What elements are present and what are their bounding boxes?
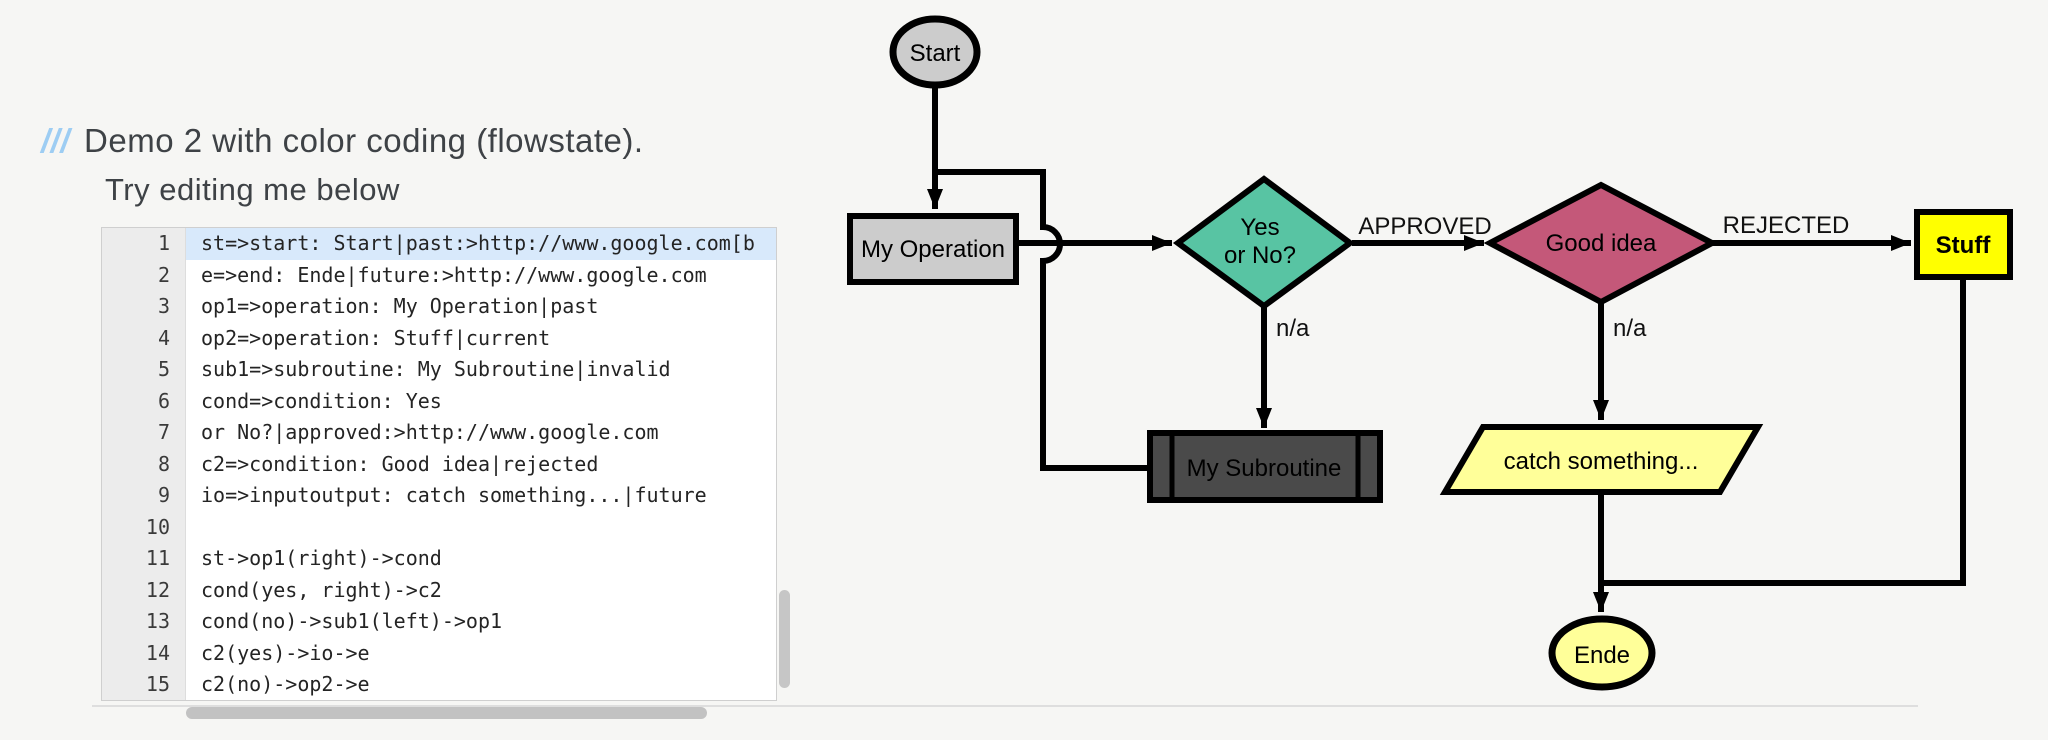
line-number: 6 <box>102 385 186 417</box>
code-line[interactable]: op1=>operation: My Operation|past <box>201 294 599 318</box>
label-my-subroutine: My Subroutine <box>1187 455 1342 482</box>
code-line[interactable]: or No?|approved:>http://www.google.com <box>201 420 659 444</box>
code-line[interactable]: io=>inputoutput: catch something...|futu… <box>201 483 707 507</box>
line-number: 5 <box>102 354 186 386</box>
code-line[interactable]: cond(yes, right)->c2 <box>201 577 442 602</box>
line-number: 12 <box>102 574 186 606</box>
line-number: 4 <box>102 322 186 354</box>
code-line-row[interactable]: 8 c2=>condition: Good idea|rejected <box>102 448 776 480</box>
code-line-row[interactable]: 15 c2(no)->op2->e <box>102 669 776 700</box>
code-line[interactable]: cond=>condition: Yes <box>201 388 442 413</box>
label-catch-something: catch something... <box>1504 448 1699 475</box>
code-line[interactable]: op2=>operation: Stuff|current <box>201 325 551 350</box>
line-number: 8 <box>102 448 186 480</box>
edge-stuff-to-end <box>1601 280 1966 586</box>
line-number: 11 <box>102 543 186 575</box>
code-line-row[interactable]: 4 op2=>operation: Stuff|current <box>102 322 776 354</box>
label-stuff: Stuff <box>1936 232 1992 259</box>
line-number: 2 <box>102 259 186 291</box>
code-line-row[interactable]: 14 c2(yes)->io->e <box>102 637 776 669</box>
vertical-scrollbar-thumb[interactable] <box>779 590 790 688</box>
code-line[interactable]: sub1=>subroutine: My Subroutine|invalid <box>201 357 671 381</box>
label-cond2-na: n/a <box>1613 315 1647 342</box>
node-catch-something <box>1439 424 1764 495</box>
code-line-row[interactable]: 7 or No?|approved:>http://www.google.com <box>102 417 776 449</box>
code-line[interactable]: st->op1(right)->cond <box>201 546 442 570</box>
line-number: 9 <box>102 480 186 512</box>
code-line[interactable]: c2(yes)->io->e <box>201 640 370 665</box>
line-number: 15 <box>102 669 186 700</box>
line-number: 3 <box>102 291 186 323</box>
node-my-subroutine <box>1147 430 1383 503</box>
code-line-row[interactable]: 6 cond=>condition: Yes <box>102 385 776 417</box>
label-good-idea: Good idea <box>1546 230 1657 257</box>
code-line[interactable]: cond(no)->sub1(left)->op1 <box>201 609 503 633</box>
node-start[interactable] <box>889 15 981 89</box>
line-number: 1 <box>102 228 186 260</box>
section-divider <box>92 705 1918 707</box>
comment-slashes-icon: /// <box>41 122 71 159</box>
code-line-row[interactable]: 3 op1=>operation: My Operation|past <box>102 291 776 323</box>
node-condition-good-idea <box>1483 181 1719 306</box>
label-start: Start <box>910 40 961 67</box>
code-line[interactable]: e=>end: Ende|future:>http://www.google.c… <box>201 262 707 287</box>
line-number: 13 <box>102 606 186 638</box>
label-cond1-line2: or No? <box>1224 242 1296 269</box>
code-line[interactable]: st=>start: Start|past:>http://www.google… <box>186 228 776 260</box>
line-number: 7 <box>102 417 186 449</box>
code-line-row[interactable]: 9 io=>inputoutput: catch something...|fut… <box>102 480 776 512</box>
node-condition-yes-or-no[interactable] <box>1172 175 1356 310</box>
code-line[interactable]: c2(no)->op2->e <box>201 672 370 696</box>
code-line[interactable]: c2=>condition: Good idea|rejected <box>201 451 599 476</box>
code-line-row[interactable]: 10 <box>102 511 776 543</box>
code-line-row[interactable]: 13 cond(no)->sub1(left)->op1 <box>102 606 776 638</box>
label-cond1-line1: Yes <box>1240 214 1279 241</box>
label-my-operation: My Operation <box>861 236 1005 263</box>
code-line-row[interactable]: 12 cond(yes, right)->c2 <box>102 574 776 606</box>
line-number: 14 <box>102 637 186 669</box>
page-title-text: Demo 2 with color coding (flowstate). <box>84 122 644 159</box>
code-line-row[interactable]: 2 e=>end: Ende|future:>http://www.google.… <box>102 259 776 291</box>
horizontal-scrollbar-thumb[interactable] <box>186 707 707 719</box>
code-line-row[interactable]: 11 st->op1(right)->cond <box>102 543 776 575</box>
label-approved: APPROVED <box>1358 213 1491 240</box>
node-stuff <box>1914 209 2013 280</box>
line-number: 10 <box>102 511 186 543</box>
node-ende[interactable] <box>1548 615 1656 691</box>
label-ende: Ende <box>1574 642 1630 669</box>
page-subtitle: Try editing me below <box>105 172 400 207</box>
page-title: /// Demo 2 with color coding (flowstate). <box>41 122 644 160</box>
label-cond1-na: n/a <box>1276 315 1310 342</box>
node-my-operation <box>847 213 1019 285</box>
code-line-row[interactable]: 5 sub1=>subroutine: My Subroutine|invalid <box>102 354 776 386</box>
label-rejected: REJECTED <box>1723 212 1850 239</box>
